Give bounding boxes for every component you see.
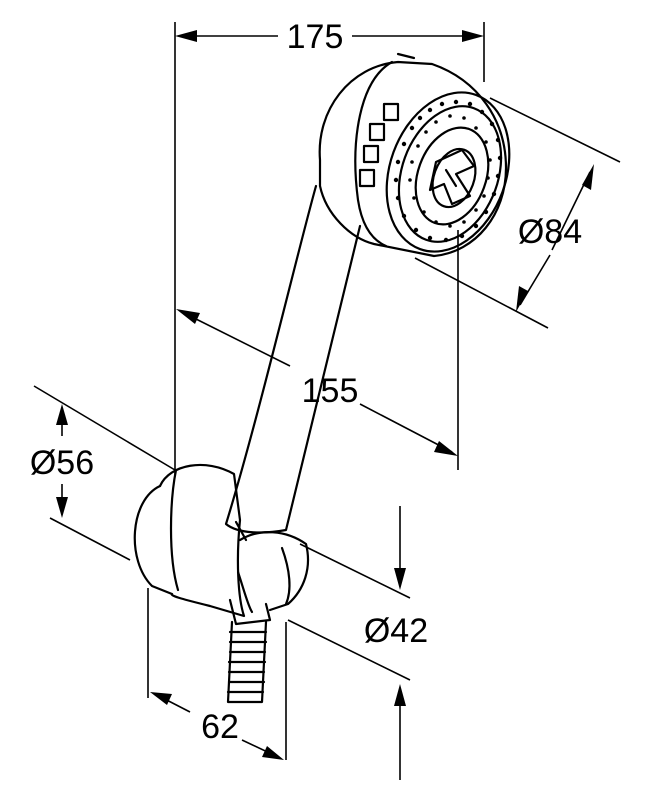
dimension-62: 62 [150, 692, 284, 760]
wall-holder [133, 463, 310, 626]
dimension-label-155: 155 [302, 372, 359, 410]
dimension-label-d56: Ø56 [30, 444, 94, 482]
hose [226, 620, 268, 704]
nozzle-pattern [393, 99, 503, 243]
extension-lines [33, 22, 621, 760]
dimension-155: 155 [176, 309, 458, 456]
dimension-d56: Ø56 [30, 404, 94, 518]
dimension-d42: Ø42 [364, 506, 428, 780]
shower-handle [224, 184, 362, 542]
shower-head [318, 52, 511, 258]
dimension-label-62: 62 [201, 708, 239, 746]
dimension-d84: Ø84 [516, 164, 594, 312]
dimension-label-d42: Ø42 [364, 612, 428, 650]
dimension-label-d84: Ø84 [518, 213, 582, 251]
dimension-label-175: 175 [287, 18, 344, 56]
dimension-175: 175 [175, 18, 484, 56]
